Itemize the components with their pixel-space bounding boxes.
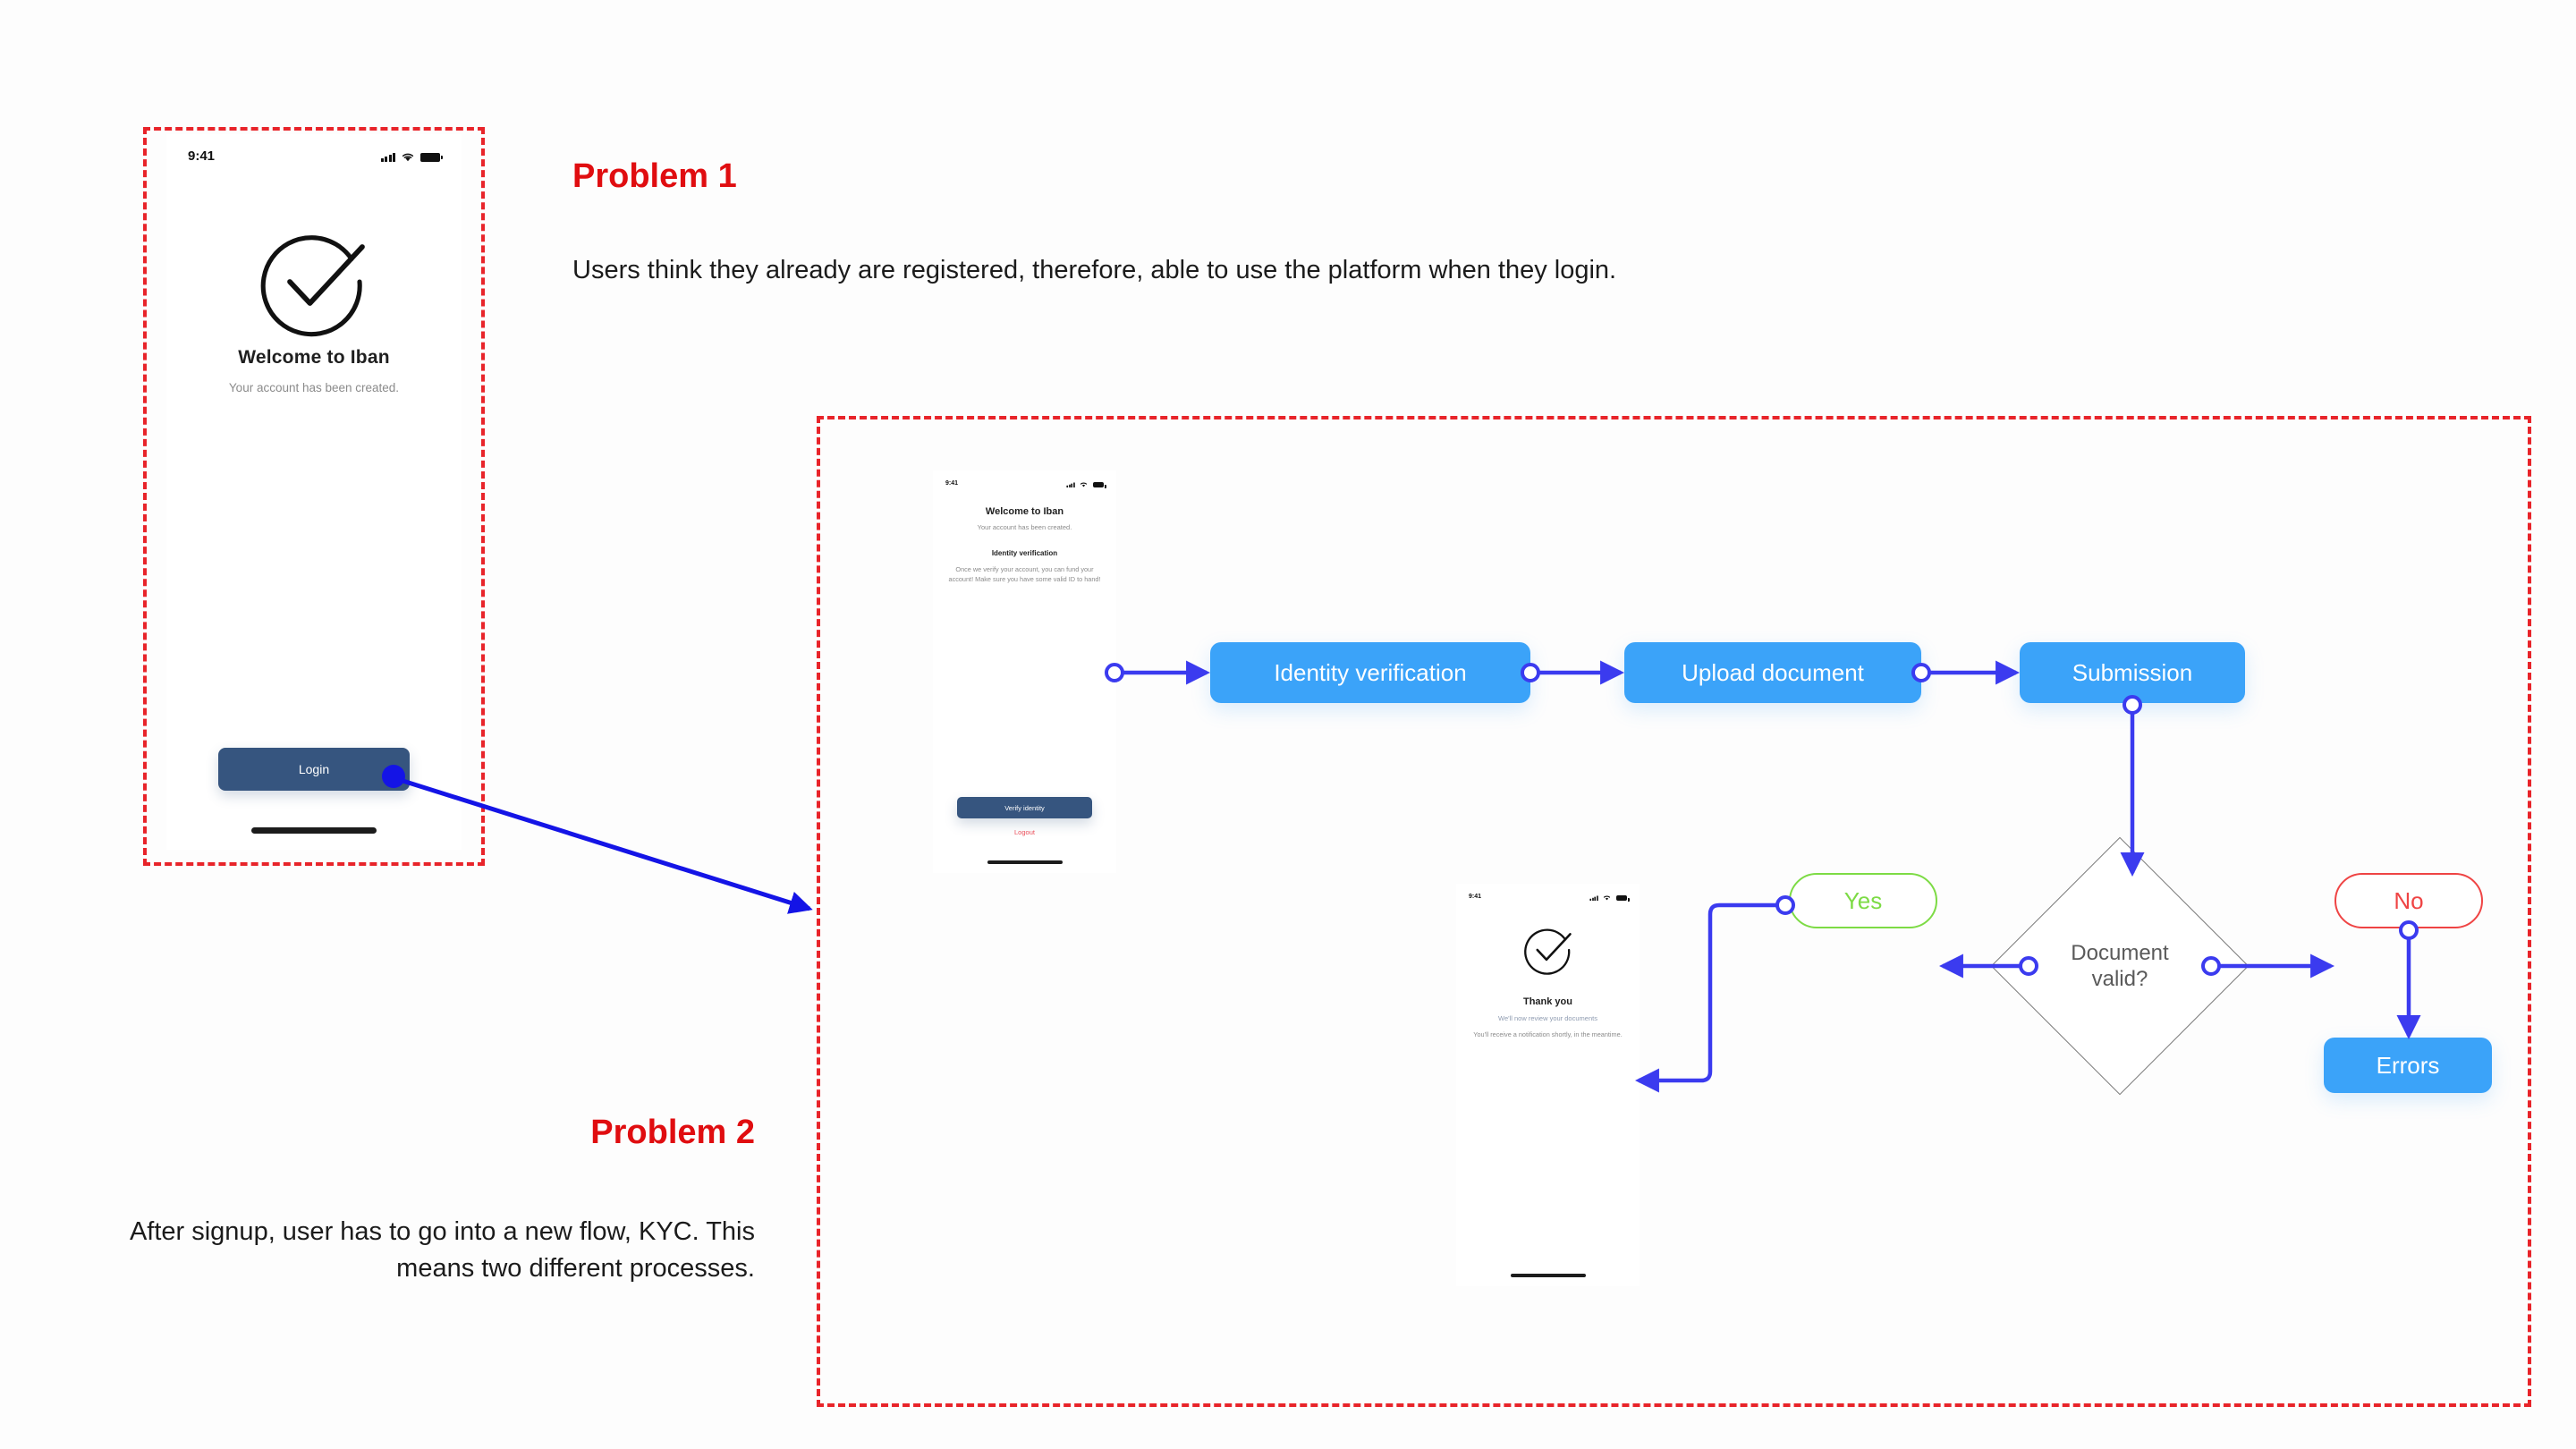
status-icons	[1583, 892, 1630, 902]
flow-node-decision-document-valid[interactable]: Document valid?	[1990, 836, 2250, 1096]
decision-label-line1: Document	[2071, 940, 2169, 965]
page-subtitle: Your account has been created.	[228, 381, 400, 394]
check-circle-icon	[260, 235, 365, 337]
section-title: Identity verification	[991, 549, 1058, 557]
battery-icon	[1616, 895, 1630, 902]
status-bar: 9:41	[1469, 892, 1630, 902]
status-time: 9:41	[1469, 893, 1482, 900]
page-title: Welcome to Iban	[238, 347, 390, 368]
problem-2-body: After signup, user has to go into a new …	[129, 1217, 755, 1284]
flow-node-submission[interactable]: Submission	[2020, 642, 2245, 703]
wifi-icon	[1080, 482, 1088, 487]
problem-2-title: Problem 2	[590, 1114, 755, 1151]
flow-node-errors[interactable]: Errors	[2324, 1038, 2492, 1093]
logout-link[interactable]: Logout	[1014, 828, 1035, 836]
flow-node-no[interactable]: No	[2334, 873, 2483, 928]
section-body: You'll receive a notification shortly, i…	[1473, 1030, 1623, 1038]
home-indicator	[987, 860, 1063, 864]
highlight-frame-problem-1	[143, 127, 485, 866]
decision-label-line2: valid?	[2091, 967, 2148, 991]
page-subtitle: Your account has been created.	[977, 523, 1072, 531]
login-button[interactable]: Login	[218, 748, 410, 791]
status-time: 9:41	[945, 479, 959, 487]
flow-node-yes[interactable]: Yes	[1789, 873, 1937, 928]
check-circle-icon	[1523, 928, 1572, 975]
page-title: Thank you	[1522, 996, 1572, 1007]
phone-mockup-welcome: 9:41 Welcome to Iban Your account has be…	[166, 134, 462, 850]
status-icons	[1060, 479, 1106, 488]
wifi-icon	[402, 153, 414, 161]
battery-icon	[420, 152, 443, 162]
page-subtitle: We'll now review your documents	[1498, 1014, 1597, 1022]
status-icons	[380, 151, 443, 162]
section-body: Once we verify your account, you can fun…	[948, 565, 1101, 583]
phone-mockup-thank-you: 9:41 Thank you We'll now review your doc…	[1456, 884, 1640, 1286]
flow-node-upload-document[interactable]: Upload document	[1624, 642, 1921, 703]
signal-bars-icon	[380, 152, 395, 162]
battery-icon	[1093, 482, 1106, 488]
wifi-icon	[1603, 895, 1611, 901]
phone-mockup-kyc: 9:41 Welcome to Iban Your account has be…	[933, 470, 1116, 873]
flow-node-identity-verification[interactable]: Identity verification	[1210, 642, 1530, 703]
home-indicator	[251, 827, 377, 834]
home-indicator	[1510, 1274, 1586, 1277]
problem-1-body: Users think they already are registered,…	[572, 256, 1617, 284]
status-bar: 9:41	[945, 479, 1106, 488]
signal-bars-icon	[1065, 482, 1074, 487]
status-time: 9:41	[188, 148, 216, 164]
signal-bars-icon	[1589, 895, 1597, 901]
verify-identity-button[interactable]: Verify identity	[957, 797, 1092, 818]
page-title: Welcome to Iban	[985, 506, 1064, 517]
problem-1-title: Problem 1	[572, 157, 737, 195]
highlight-frame-problem-2	[817, 416, 2531, 1407]
decision-label: Document valid?	[2071, 940, 2168, 993]
status-bar: 9:41	[188, 148, 443, 164]
